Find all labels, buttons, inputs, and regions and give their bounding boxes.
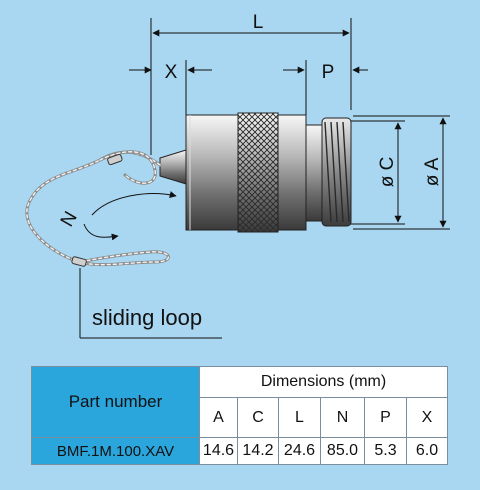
- dim-label-c: ø C: [377, 157, 398, 188]
- dimensions-table: Part number Dimensions (mm) A C L N P X …: [31, 366, 448, 465]
- column-header-a: A: [199, 397, 238, 438]
- lanyard-loop: [25, 150, 170, 267]
- column-header-p: P: [364, 397, 407, 438]
- value-p-cell: 5.3: [364, 437, 407, 465]
- column-header-n: N: [320, 397, 365, 438]
- dim-label-x: X: [165, 62, 178, 83]
- column-header-c: C: [237, 397, 279, 438]
- connector-cap-drawing: L X P ø C ø A: [25, 12, 450, 339]
- value-l-cell: 24.6: [278, 437, 321, 465]
- n-dimension: [83, 191, 177, 241]
- part-number-cell: BMF.1M.100.XAV: [31, 437, 200, 465]
- dim-label-a: ø A: [422, 157, 443, 186]
- dimension-lines: [129, 29, 447, 228]
- column-header-l: L: [278, 397, 321, 438]
- sliding-loop-label: sliding loop: [92, 305, 202, 330]
- dim-label-l: L: [253, 12, 264, 33]
- dimensions-header: Dimensions (mm): [199, 366, 448, 398]
- value-x-cell: 6.0: [406, 437, 448, 465]
- value-n-cell: 85.0: [320, 437, 365, 465]
- dim-label-n: N: [57, 208, 82, 230]
- sliding-loop-leader: [79, 268, 222, 339]
- part-number-header: Part number: [31, 366, 200, 438]
- column-header-x: X: [406, 397, 448, 438]
- value-c-cell: 14.2: [237, 437, 279, 465]
- table-row: BMF.1M.100.XAV 14.6 14.2 24.6 85.0 5.3 6…: [31, 437, 448, 465]
- dim-label-p: P: [322, 62, 335, 83]
- value-a-cell: 14.6: [199, 437, 238, 465]
- connector-cap: [159, 112, 352, 233]
